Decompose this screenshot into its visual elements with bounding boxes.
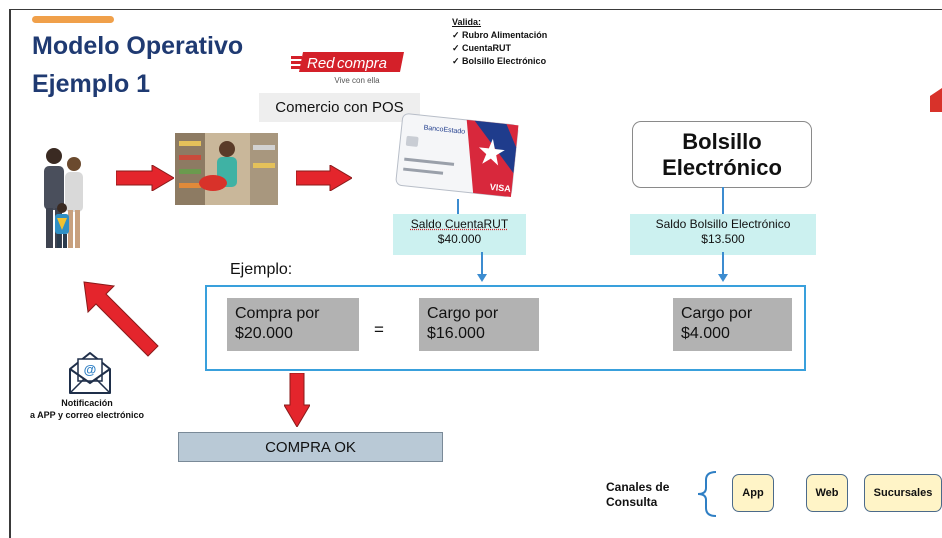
valida-item-label: Bolsillo Electrónico (462, 56, 547, 66)
canal-web-pill: Web (806, 474, 848, 512)
compra-ok-box: COMPRA OK (178, 432, 443, 462)
saldo-cuentarut: Saldo CuentaRUT $40.000 (393, 214, 526, 255)
page-title-line2: Ejemplo 1 (32, 70, 151, 98)
ejemplo-box (205, 285, 806, 371)
shopper-image (175, 133, 278, 205)
corner-arrow-fragment (930, 88, 942, 112)
valida-item: ✓ Rubro Alimentación (452, 30, 548, 40)
arrow-down (284, 373, 310, 427)
equals-sign: = (374, 320, 384, 339)
ejemplo-label: Ejemplo: (230, 261, 293, 278)
valida-item-label: Rubro Alimentación (462, 30, 548, 40)
cargo-bolsillo-line2: $4.000 (681, 325, 730, 342)
arrow-right-1 (116, 165, 174, 191)
connector-bolsillo (722, 187, 724, 214)
cargo-bolsillo-box: Cargo por $4.000 (673, 298, 792, 351)
canales-line1: Canales de (606, 480, 670, 494)
valida-item: ✓ Bolsillo Electrónico (452, 56, 547, 66)
canal-app-pill: App (732, 474, 774, 512)
cuentarut-card: BancoEstado VISA (393, 111, 520, 199)
arrow-right-2 (296, 165, 352, 191)
notificacion-line1: Notificación (61, 398, 113, 408)
logo-red-text: Red (307, 55, 335, 72)
canales-label: Canales de Consulta (606, 480, 669, 510)
valida-item-label: CuentaRUT (462, 43, 512, 53)
mail-notification-icon: @ (66, 351, 114, 395)
family-icon (40, 146, 86, 254)
cargo-cuentarut-line1: Cargo por (427, 305, 499, 322)
card-network: VISA (489, 182, 511, 194)
saldo-bolsillo: Saldo Bolsillo Electrónico $13.500 (630, 214, 816, 255)
accent-bar (32, 16, 114, 23)
compra-box: Compra por $20.000 (227, 298, 359, 351)
frame-top-border (9, 9, 942, 10)
cargo-cuentarut-box: Cargo por $16.000 (419, 298, 539, 351)
redcompra-logo: Red compra Vive con ella (291, 50, 404, 88)
logo-tagline: Vive con ella (334, 76, 380, 85)
bolsillo-electronico-box: Bolsillo Electrónico (632, 121, 812, 188)
logo-compra-text: compra (337, 55, 387, 72)
notificacion-line2: a APP y correo electrónico (29, 410, 145, 420)
compra-line1: Compra por (235, 305, 320, 322)
card-bank-name: BancoEstado (423, 124, 465, 135)
canales-line2: Consulta (606, 495, 658, 509)
bolsillo-line1: Bolsillo (682, 128, 762, 154)
curly-brace (697, 471, 717, 517)
saldo-cuentarut-amount: $40.000 (437, 232, 482, 246)
canal-sucursales-pill: Sucursales (864, 474, 942, 512)
svg-text:@: @ (84, 362, 97, 377)
valida-item: ✓ CuentaRUT (452, 43, 512, 53)
valida-title: Valida: (452, 17, 482, 27)
cargo-cuentarut-line2: $16.000 (427, 325, 485, 342)
saldo-cuentarut-label: Saldo CuentaRUT (410, 217, 509, 231)
compra-line2: $20.000 (235, 325, 293, 342)
saldo-bolsillo-label: Saldo Bolsillo Electrónico (655, 217, 791, 231)
arrow-down-saldo-bolsillo (718, 252, 728, 282)
comercio-pos-label: Comercio con POS (259, 93, 420, 122)
page-title-line1: Modelo Operativo (32, 32, 244, 60)
frame-left-border (9, 9, 11, 538)
saldo-bolsillo-amount: $13.500 (701, 232, 745, 246)
redcompra-logo-graphic: Red compra Vive con ella (291, 52, 404, 85)
cargo-bolsillo-line1: Cargo por (681, 305, 753, 322)
arrow-diagonal-up-left (83, 281, 159, 357)
valida-list: Valida: ✓ Rubro Alimentación ✓ CuentaRUT… (452, 16, 547, 68)
bolsillo-line2: Electrónico (662, 154, 782, 180)
arrow-down-saldo-rut (477, 252, 487, 282)
connector-card (457, 199, 459, 214)
notificacion-text: Notificación a APP y correo electrónico (17, 397, 157, 421)
